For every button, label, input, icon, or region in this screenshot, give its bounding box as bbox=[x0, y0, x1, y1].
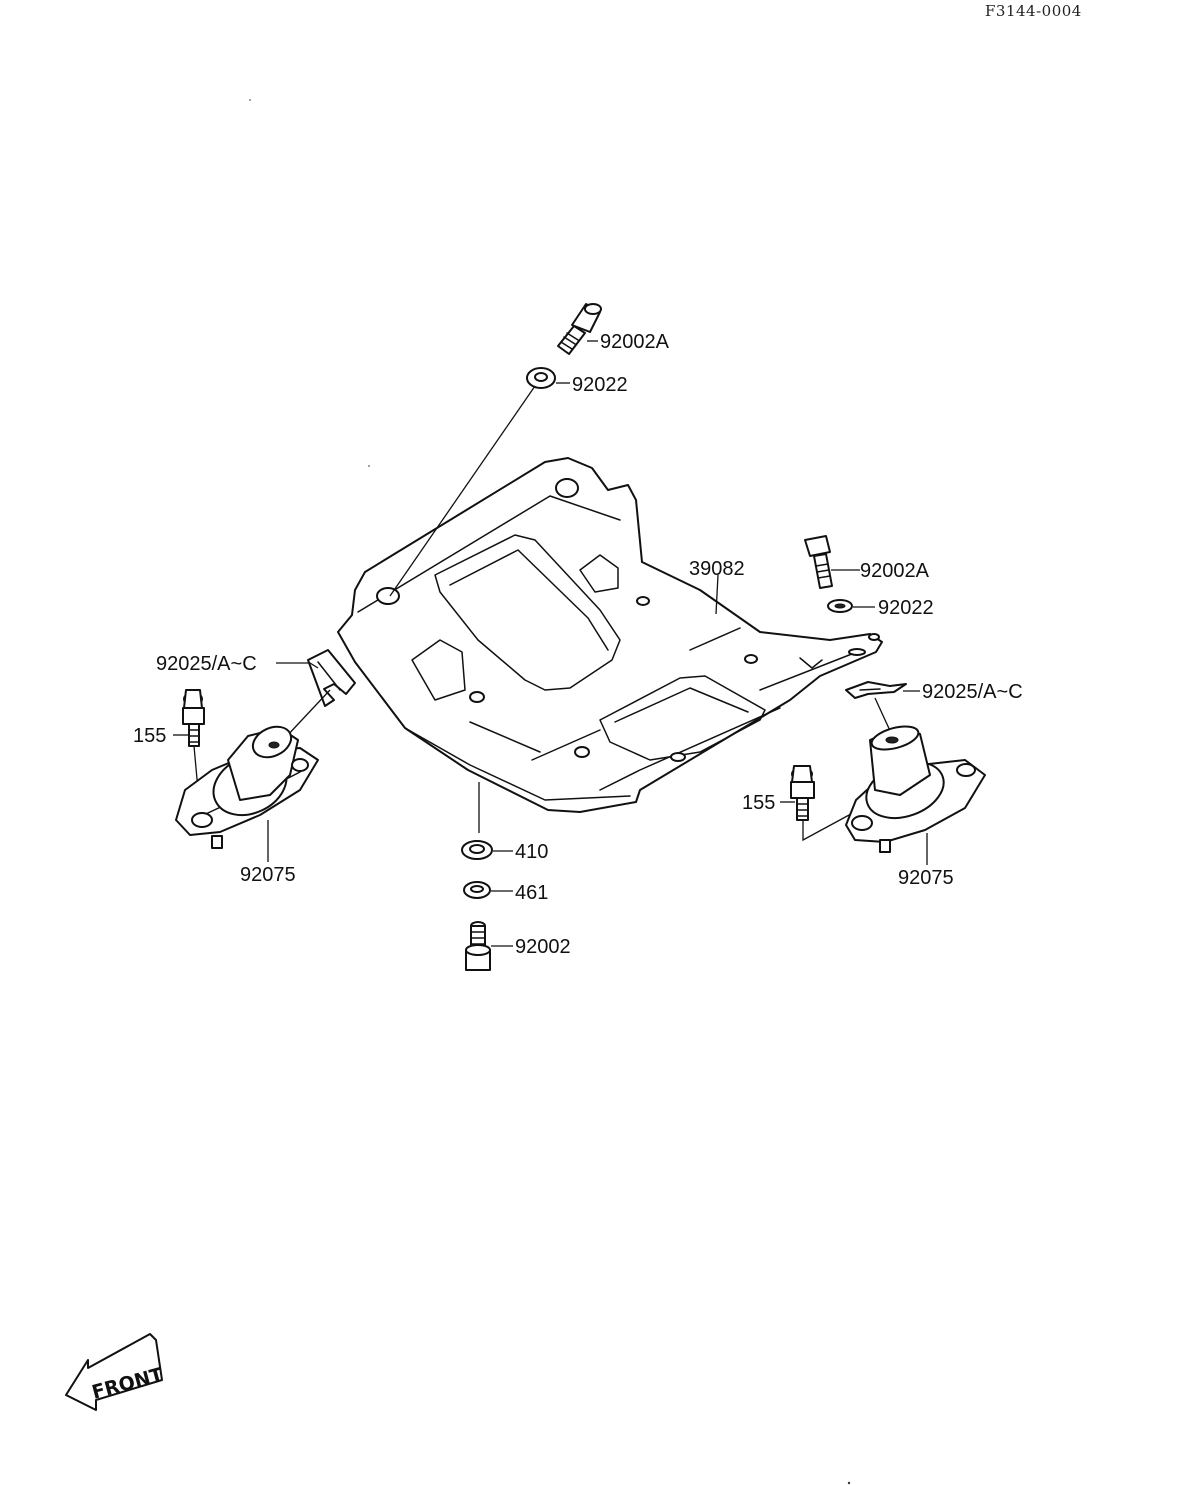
bolt-left-155 bbox=[182, 689, 205, 747]
label-39082: 39082 bbox=[689, 558, 745, 580]
label-92025-left: 92025/A~C bbox=[156, 653, 257, 675]
washer-top-92022 bbox=[526, 367, 556, 389]
bolt-bottom-92002 bbox=[465, 921, 491, 971]
spacer-right-92025 bbox=[845, 681, 907, 699]
label-92002a-top: 92002A bbox=[600, 331, 670, 353]
diagram-code: F3144-0004 bbox=[985, 2, 1082, 20]
bolt-top-92002a bbox=[557, 303, 602, 355]
label-155-left: 155 bbox=[133, 725, 166, 747]
mount-left-92075 bbox=[175, 725, 319, 849]
front-arrow-icon: FRONT bbox=[65, 1333, 165, 1411]
label-92022-right: 92022 bbox=[878, 597, 934, 619]
spacer-left-92025 bbox=[307, 649, 356, 707]
label-92022-top: 92022 bbox=[572, 374, 628, 396]
label-92075-left: 92075 bbox=[240, 864, 296, 886]
label-92075-right: 92075 bbox=[898, 867, 954, 889]
label-155-right: 155 bbox=[742, 792, 775, 814]
washer-right-92022 bbox=[827, 599, 853, 613]
mount-right-92075 bbox=[845, 725, 986, 853]
label-461: 461 bbox=[515, 882, 548, 904]
skid-plate-39082 bbox=[337, 457, 883, 813]
label-92025-right: 92025/A~C bbox=[922, 681, 1023, 703]
bolt-right-92002a bbox=[804, 535, 833, 589]
label-92002: 92002 bbox=[515, 936, 571, 958]
label-92002a-right: 92002A bbox=[860, 560, 930, 582]
label-410: 410 bbox=[515, 841, 548, 863]
bolt-right-155 bbox=[790, 765, 815, 821]
washer-461 bbox=[463, 881, 491, 899]
washer-410 bbox=[461, 840, 493, 860]
